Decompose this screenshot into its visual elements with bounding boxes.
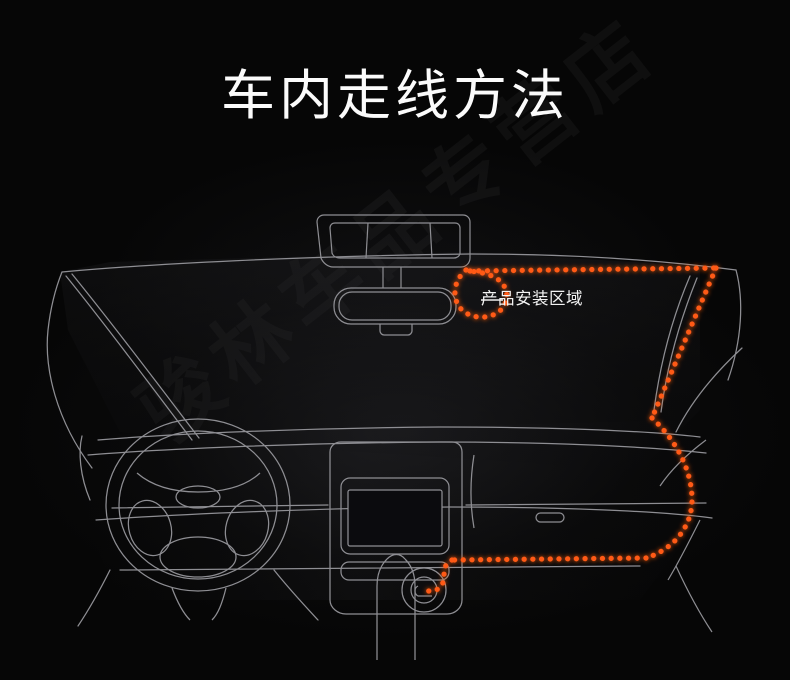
rearview-mirror-stem [382, 267, 402, 288]
page-title: 车内走线方法 [221, 66, 569, 126]
install-area-callout: 产品安装区域 [481, 288, 583, 310]
callout-label: 产品安装区域 [481, 290, 583, 308]
wiring-route-dotted-path [421, 265, 719, 594]
overhead-console [316, 214, 471, 268]
dashboard [77, 426, 713, 627]
center-console [329, 441, 463, 615]
interior-shading [60, 252, 700, 600]
gear-shifter [376, 553, 416, 660]
glove-box [470, 454, 565, 529]
steering-wheel [105, 418, 291, 621]
rearview-mirror [333, 287, 457, 336]
